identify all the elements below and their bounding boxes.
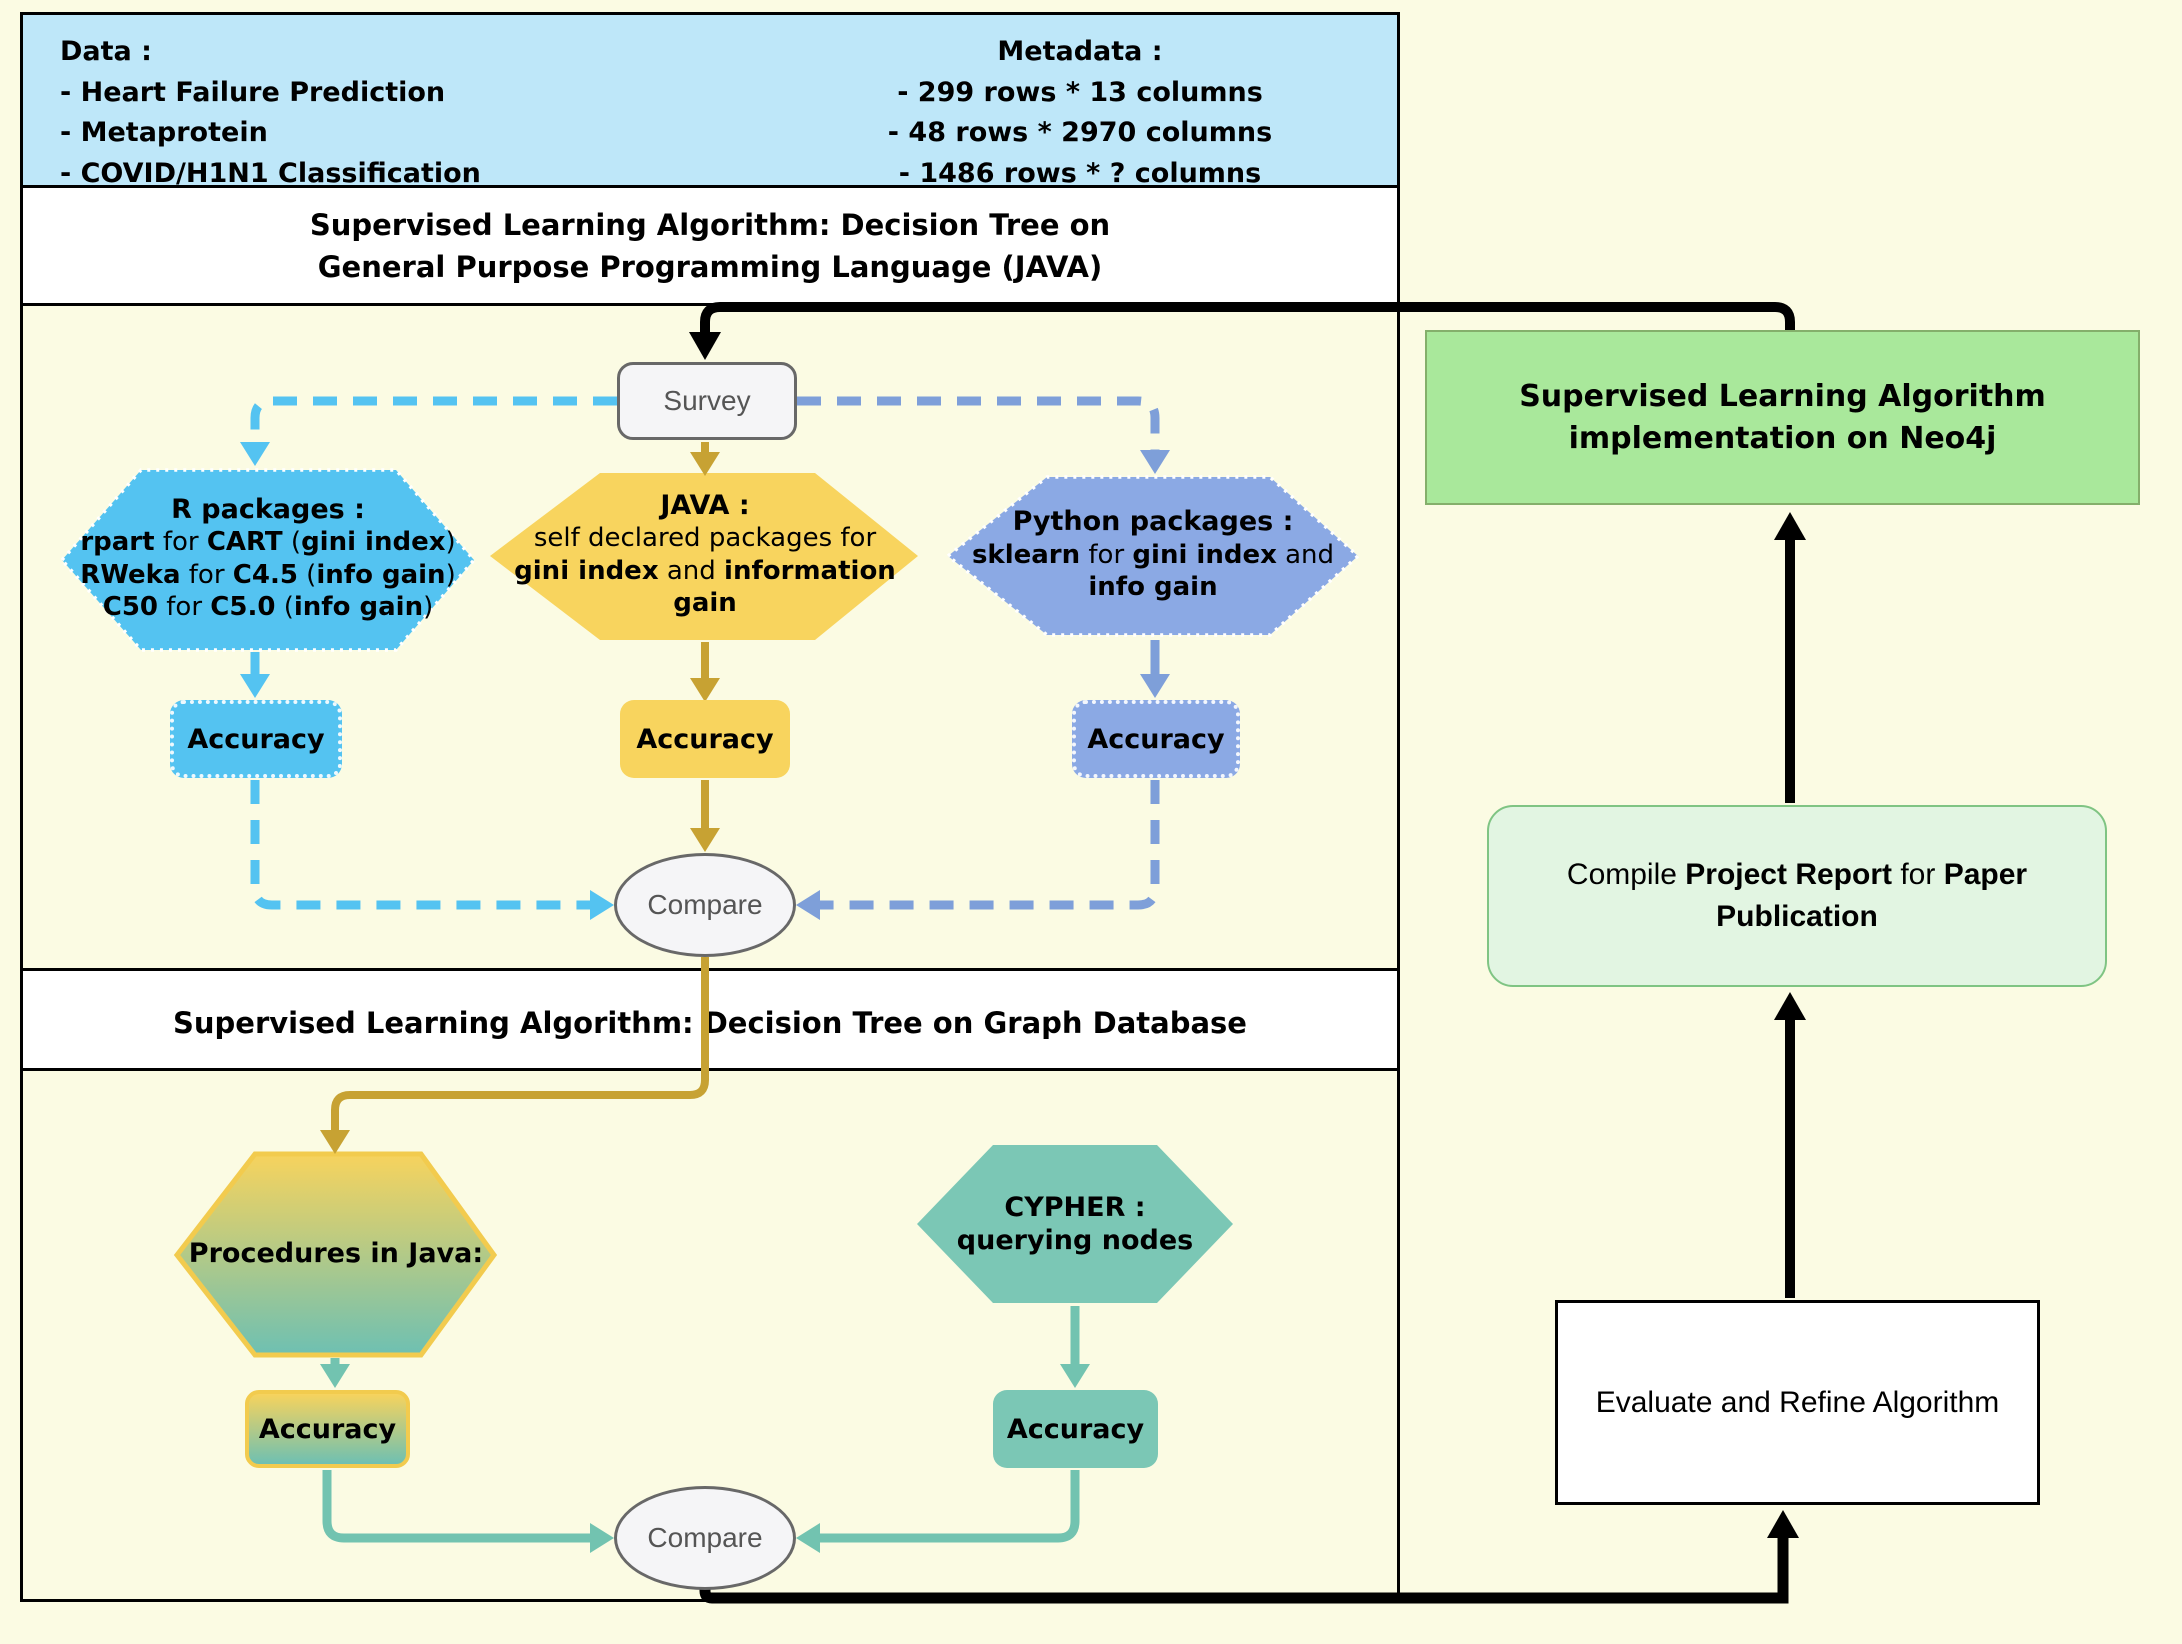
accuracy-box-cypher: Accuracy [993, 1390, 1158, 1468]
divider-1 [20, 185, 1400, 188]
python-hexagon-body: sklearn for gini index and info gain [971, 539, 1335, 602]
data-item: - Heart Failure Prediction [60, 76, 446, 108]
r-hexagon-line: RWeka for C4.5 (info gain) [80, 559, 456, 590]
accuracy-box-python: Accuracy [1072, 700, 1240, 778]
metadata-item: - 48 rows * 2970 columns [887, 117, 1273, 148]
divider-4 [20, 1068, 1400, 1071]
dashed-arrow-r-accuracy-to-compare [250, 780, 614, 920]
neo4j-implementation-box: Supervised Learning Algorithm implementa… [1425, 330, 2140, 505]
metadata-item: - 1486 rows * ? columns [898, 157, 1262, 189]
r-hexagon-line: C50 for C5.0 (info gain) [102, 591, 434, 622]
arrow-compare-to-evaluate [699, 1510, 1799, 1604]
evaluate-refine-box: Evaluate and Refine Algorithm [1555, 1300, 2040, 1505]
procedures-hexagon [173, 1151, 498, 1358]
section-title-java-line1: Supervised Learning Algorithm: Decision … [309, 208, 1111, 242]
r-hexagon-title: R packages : [171, 493, 365, 525]
neo4j-box-line1: Supervised Learning Algorithm [1519, 378, 2046, 414]
accuracy-box-java: Accuracy [620, 700, 790, 778]
python-hexagon-text: Python packages : sklearn for gini index… [950, 472, 1356, 636]
section-title-java: Supervised Learning Algorithm: Decision … [23, 204, 1397, 288]
data-item: - COVID/H1N1 Classification [60, 157, 481, 189]
section-title-java-line2: General Purpose Programming Language (JA… [317, 250, 1103, 285]
dashed-arrow-survey-to-python [797, 396, 1170, 474]
accuracy-r-label: Accuracy [187, 723, 325, 755]
accuracy-cypher-label: Accuracy [1006, 1413, 1145, 1445]
metadata-title: Metadata : [997, 36, 1163, 67]
data-metadata-box [23, 15, 1397, 185]
neo4j-box-line2: implementation on Neo4j [1568, 420, 1997, 456]
dashed-arrow-survey-to-r [240, 396, 617, 466]
divider-3 [20, 968, 1400, 971]
java-hexagon-title: JAVA : [660, 489, 750, 521]
accuracy-java-label: Accuracy [636, 723, 774, 755]
python-hexagon [945, 475, 1361, 637]
evaluate-box-label: Evaluate and Refine Algorithm [1595, 1385, 2000, 1419]
compile-box-text: Compile Project Report for Paper Publica… [1566, 858, 2028, 933]
java-section-title-band [23, 188, 1397, 303]
arrow-proc-accuracy-to-compare [322, 1470, 614, 1553]
java-hexagon-text: JAVA : self declared packages for gini i… [495, 468, 915, 640]
cypher-hexagon-title: CYPHER : [1004, 1191, 1146, 1223]
survey-node: Survey [617, 362, 797, 440]
section-title-graph: Supervised Learning Algorithm: Decision … [23, 1000, 1397, 1046]
compare-top-label: Compare [647, 889, 763, 920]
procedures-hexagon-title: Procedures in Java: [188, 1238, 484, 1270]
section-title-graph-text: Supervised Learning Algorithm: Decision … [173, 1005, 1247, 1040]
arrow-neo4j-to-survey [689, 302, 1795, 360]
arrow-cypher-accuracy-to-compare [796, 1470, 1080, 1553]
graph-section-title-band [23, 971, 1397, 1068]
cypher-hexagon-subtitle: querying nodes [956, 1225, 1194, 1256]
compare-node-top: Compare [614, 853, 796, 957]
r-packages-hexagon-text: R packages : rpart for CART (gini index)… [62, 466, 474, 650]
procedures-hexagon-text: Procedures in Java: [177, 1154, 495, 1354]
data-list: Data : - Heart Failure Prediction - Meta… [60, 32, 700, 194]
arrow-compare-to-procedures [320, 957, 709, 1154]
accuracy-procedures-label: Accuracy [258, 1413, 397, 1445]
r-hexagon-line: rpart for CART (gini index) [80, 527, 456, 558]
data-item: - Metaprotein [60, 117, 268, 148]
accuracy-box-r: Accuracy [170, 700, 342, 778]
python-hexagon-title: Python packages : [1012, 506, 1294, 538]
compare-node-bottom: Compare [614, 1486, 796, 1590]
accuracy-box-procedures: Accuracy [245, 1390, 410, 1468]
metadata-list: Metadata : - 299 rows * 13 columns - 48 … [800, 32, 1360, 194]
accuracy-python-label: Accuracy [1087, 723, 1225, 755]
r-packages-hexagon [59, 468, 477, 652]
cypher-hexagon [917, 1145, 1233, 1303]
java-hexagon-body: self declared packages for gini index an… [514, 523, 896, 618]
survey-label: Survey [663, 385, 751, 416]
data-title: Data : [60, 36, 152, 67]
compile-report-box: Compile Project Report for Paper Publica… [1487, 805, 2107, 987]
metadata-item: - 299 rows * 13 columns [897, 76, 1263, 108]
java-hexagon [490, 473, 918, 640]
dashed-arrow-python-accuracy-to-compare [796, 780, 1160, 920]
compare-bottom-label: Compare [647, 1522, 763, 1553]
cypher-hexagon-text: CYPHER : querying nodes [917, 1145, 1233, 1303]
